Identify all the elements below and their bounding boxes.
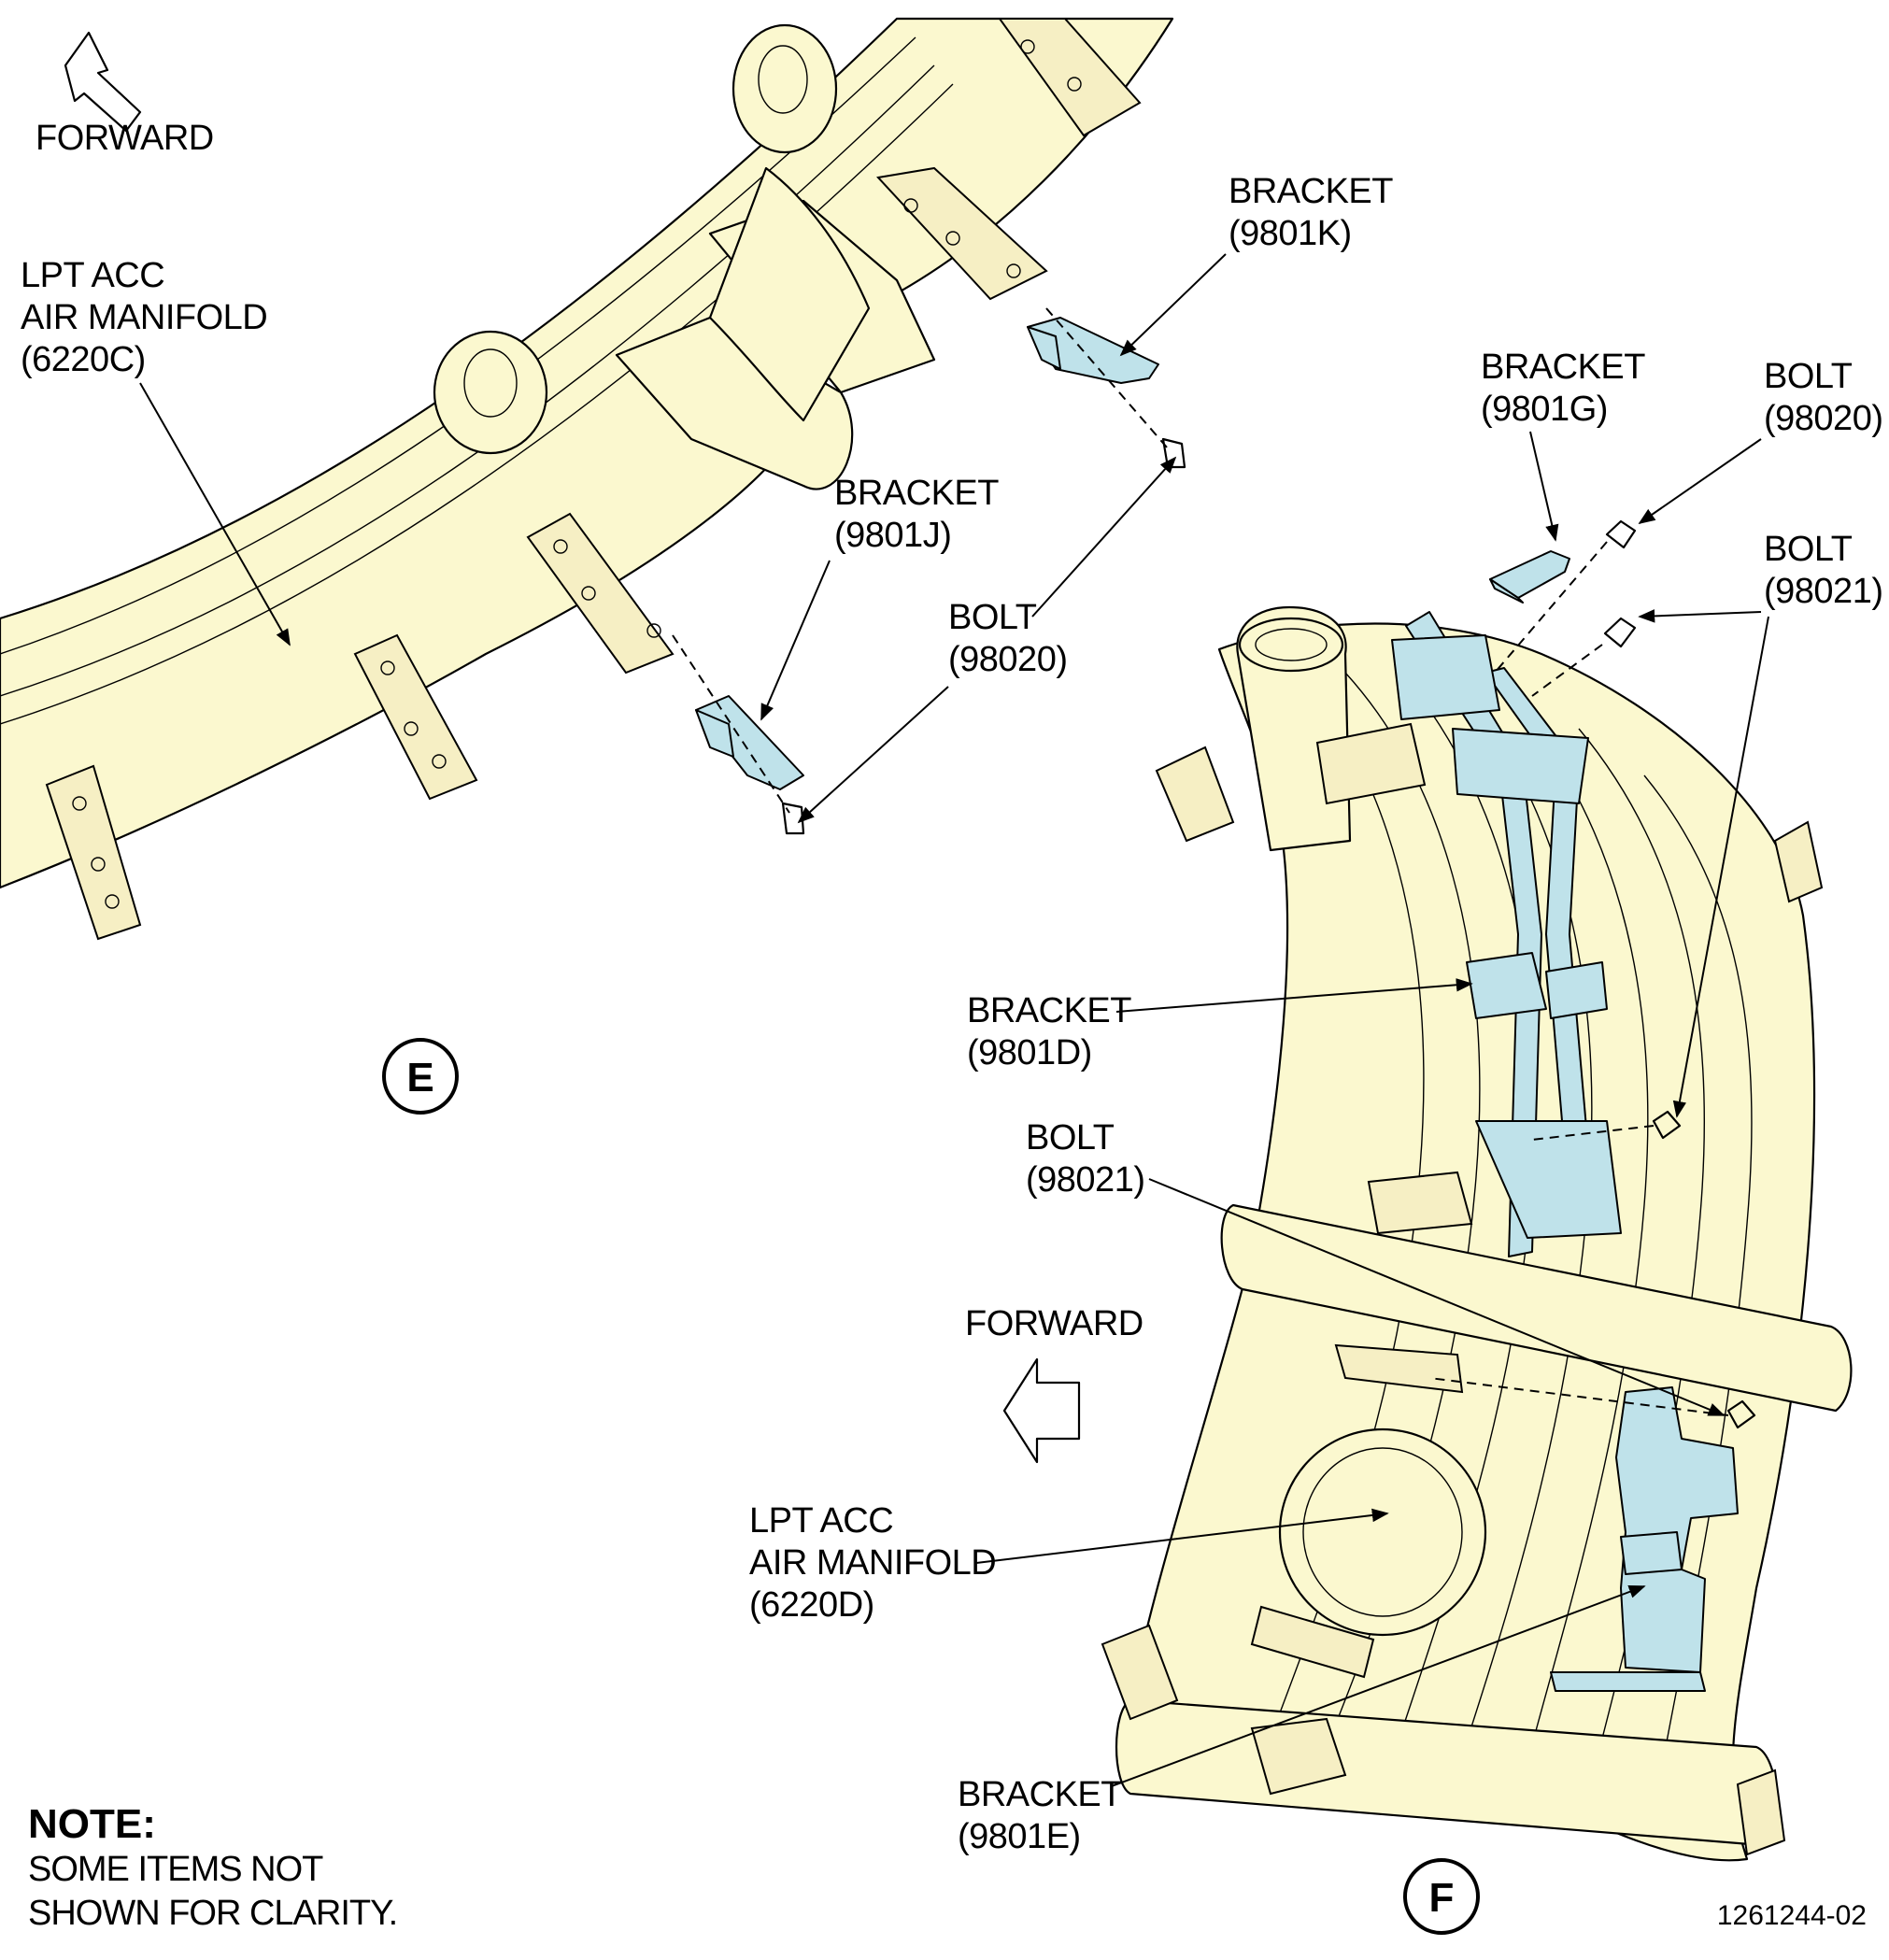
bracket-9801g-label: BRACKET (9801G) <box>1481 348 1654 429</box>
bolt-98021-top-label: BOLT (98021) <box>1764 530 1882 611</box>
bracket-9801j-part <box>695 695 804 790</box>
forward-arrow-e <box>64 31 142 133</box>
bolt-98020-e-leader-up <box>1031 456 1177 618</box>
forward-arrow-f <box>1002 1357 1081 1464</box>
bracket-9801e-label: BRACKET (9801E) <box>958 1775 1130 1856</box>
bracket-9801g-part <box>1489 550 1570 604</box>
view-e-callout: E <box>382 1038 459 1115</box>
bolt-98020-e-leader-down <box>797 686 949 824</box>
bolt-98021-left-leader <box>1148 1178 1726 1416</box>
bolt-98020-f-leader <box>1638 438 1762 525</box>
note-title: NOTE: <box>28 1801 156 1847</box>
forward-label-f: FORWARD <box>965 1304 1143 1343</box>
bolt-98021-top-leader-b <box>1672 616 1769 1118</box>
bracket-9801d-label: BRACKET (9801D) <box>967 991 1140 1072</box>
bracket-9801g-leader <box>1529 431 1559 542</box>
bracket-9801k-part <box>1027 317 1159 384</box>
view-f-callout: F <box>1403 1858 1480 1935</box>
manifold-6220c-leader <box>139 382 291 646</box>
bolt-98020-e-label: BOLT (98020) <box>948 598 1067 679</box>
bolt-98020-f-label: BOLT (98020) <box>1764 357 1882 438</box>
bolt-98020-f-part <box>1494 519 1637 674</box>
svg-text:E: E <box>406 1055 433 1101</box>
bracket-9801k-leader <box>1119 253 1227 357</box>
bolt-98021-left-label: BOLT (98021) <box>1026 1118 1144 1200</box>
bracket-9801j-label: BRACKET (9801J) <box>834 474 1007 555</box>
figure-number: 1261244-02 <box>1717 1900 1867 1931</box>
bracket-9801d-part <box>1391 611 1622 1257</box>
bracket-9801e-part <box>1550 1386 1739 1692</box>
bracket-9801d-leader <box>1115 978 1473 1013</box>
manifold-6220d-leader <box>975 1508 1389 1564</box>
forward-label-e: FORWARD <box>36 119 214 158</box>
note-text: SOME ITEMS NOT SHOWN FOR CLARITY. <box>28 1850 397 1933</box>
bolt-98021-right-part <box>1531 1110 1682 1141</box>
manifold-6220d-label: LPT ACC AIR MANIFOLD (6220D) <box>749 1501 1005 1625</box>
bracket-9801j-leader <box>760 560 831 721</box>
view-e-manifold <box>0 17 1174 941</box>
bolt-98021-lower-part <box>1428 1377 1756 1429</box>
manifold-6220c-label: LPT ACC AIR MANIFOLD (6220C) <box>21 256 277 379</box>
bracket-9801k-label: BRACKET (9801K) <box>1229 172 1401 253</box>
svg-text:F: F <box>1429 1875 1455 1921</box>
bolt-98021-top-leader-a <box>1638 609 1762 623</box>
bracket-9801e-leader <box>1111 1584 1646 1787</box>
bolt-98021-top-part <box>1531 617 1637 697</box>
